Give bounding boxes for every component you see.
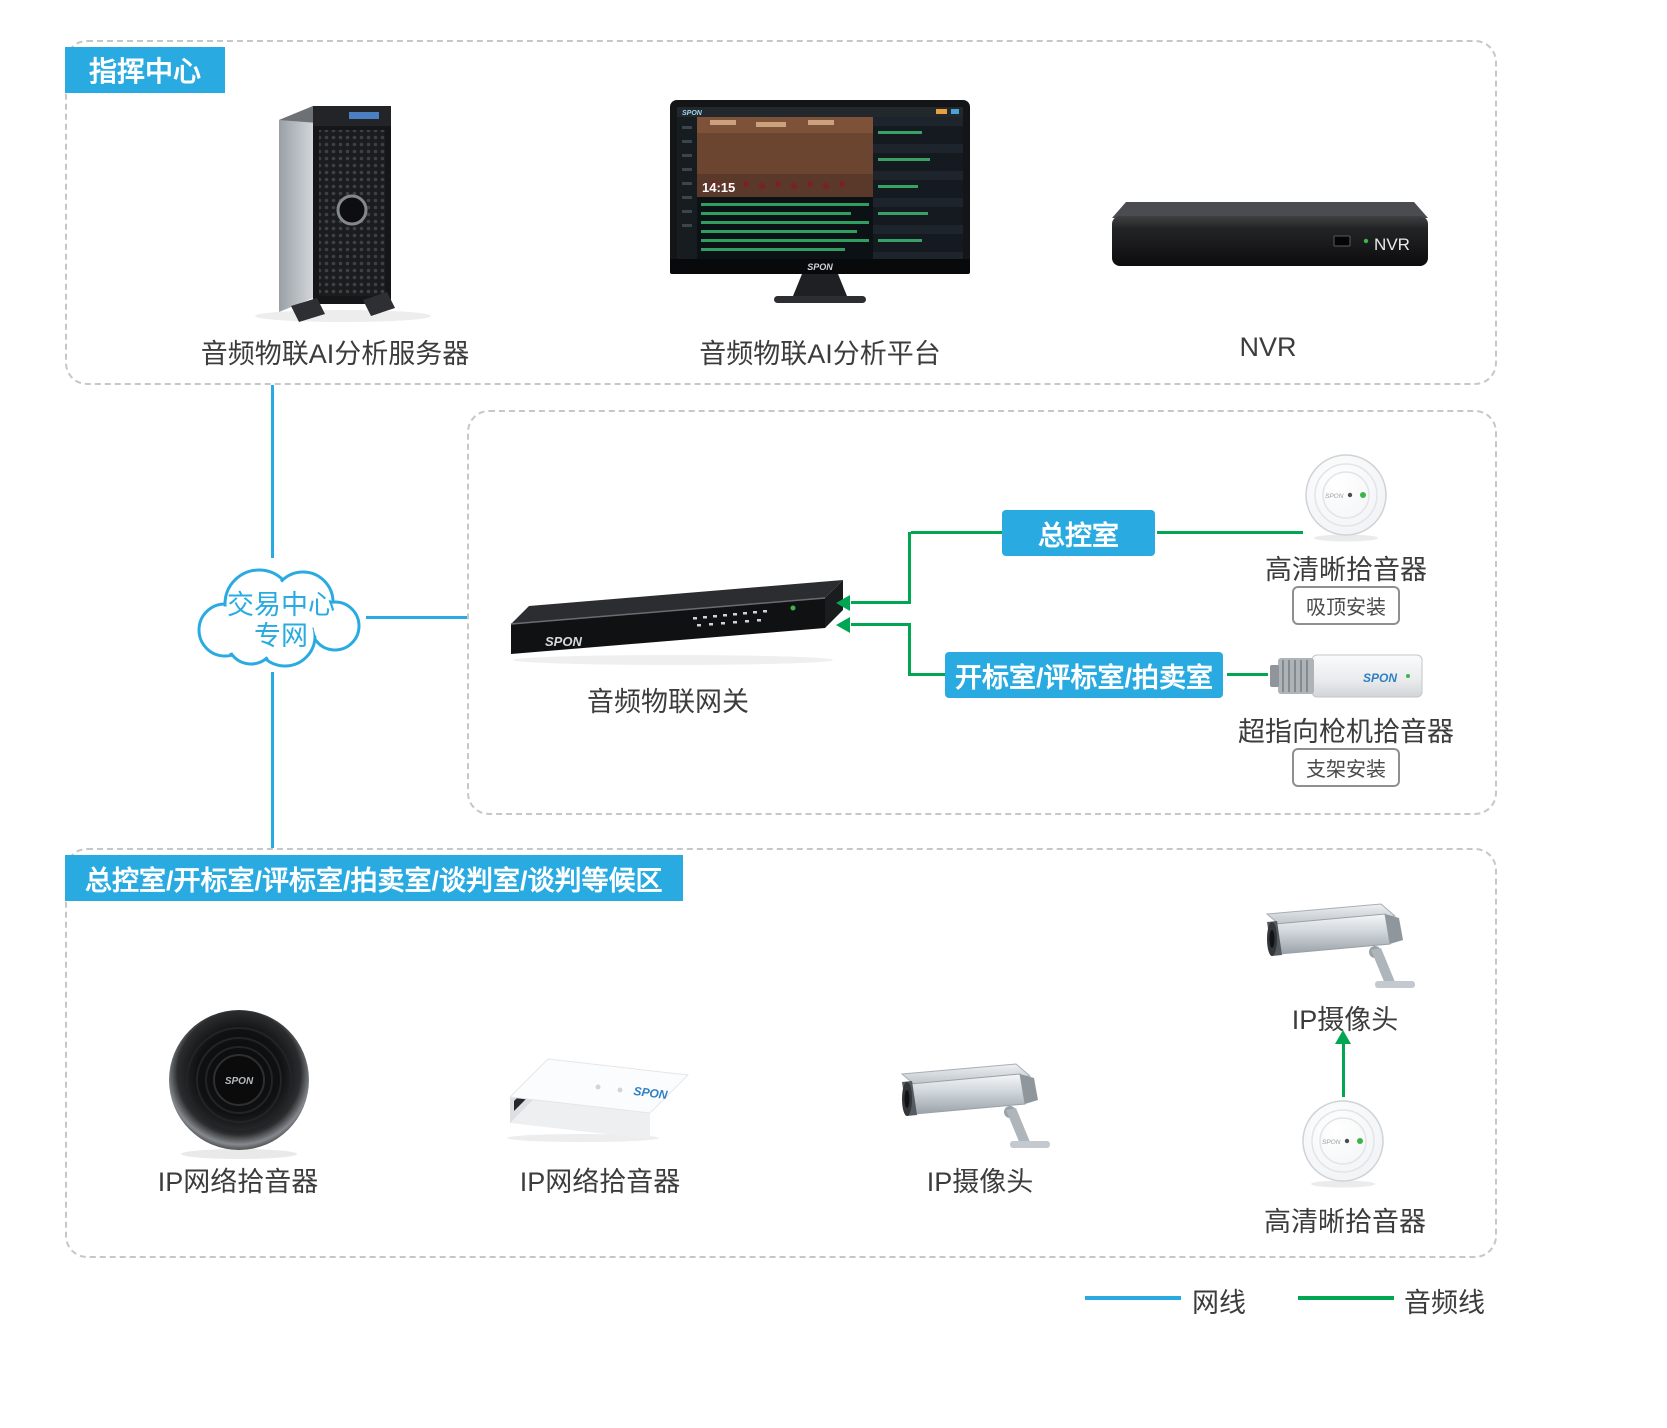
- audio-line-room1-device: [1157, 531, 1303, 534]
- hd-pickup-2-label: 高清晰拾音器: [1264, 1207, 1426, 1237]
- audio-line-2a: [851, 623, 911, 626]
- mount-tag-ceiling: 吸顶安装: [1292, 586, 1400, 625]
- audio-line-1b: [908, 532, 911, 604]
- ai-platform-monitor-image: SPON 14:15: [670, 100, 970, 303]
- hd-pickup-2-image: SPON: [1302, 1100, 1384, 1188]
- ip-pickup-box-label: IP网络拾音器: [519, 1167, 681, 1197]
- audio-line-1c: [911, 531, 1002, 534]
- audio-arrow-gateway-1: [836, 595, 850, 611]
- legend-network-label: 网线: [1192, 1288, 1246, 1318]
- gateway-brand-text: SPON: [545, 634, 582, 649]
- ip-pickup-round-image: SPON: [169, 1010, 309, 1159]
- rooms-title-badge: 总控室/开标室/评标室/拍卖室/谈判室/谈判等候区: [65, 855, 683, 901]
- ai-server-label: 音频物联AI分析服务器: [200, 339, 470, 369]
- ip-pickup-round-label: IP网络拾音器: [157, 1167, 319, 1197]
- audio-line-camera: [1342, 1043, 1345, 1097]
- nvr-image: NVR: [1112, 202, 1428, 266]
- monitor-time-text: 14:15: [702, 180, 735, 195]
- cloud-label-line2: 专网: [254, 621, 308, 651]
- network-line-top: [271, 385, 274, 558]
- gun-pickup-image: SPON: [1270, 654, 1423, 698]
- legend-audio-label: 音频线: [1404, 1288, 1485, 1318]
- hd-pickup-2-brand: SPON: [1322, 1139, 1341, 1146]
- network-line-cloud-gateway: [366, 616, 467, 619]
- audio-arrow-gateway-2: [836, 617, 850, 633]
- nvr-device-text: NVR: [1374, 235, 1410, 254]
- legend-audio-line: [1298, 1296, 1394, 1300]
- audio-line-2c: [911, 673, 945, 676]
- mount-tag-bracket: 支架安装: [1292, 748, 1400, 787]
- ip-pickup-round-brand: SPON: [225, 1076, 254, 1087]
- audio-line-room2-device: [1227, 673, 1268, 676]
- ip-camera-1-label: IP摄像头: [926, 1167, 1034, 1197]
- hd-pickup-1-label: 高清晰拾音器: [1265, 555, 1427, 585]
- room1-badge: 总控室: [1002, 510, 1155, 556]
- ip-camera-2-image: [1265, 903, 1415, 988]
- monitor-brand-bottom: SPON: [807, 262, 833, 272]
- network-line-bottom: [271, 672, 274, 848]
- cloud-shape: [197, 568, 361, 668]
- cloud-label: 交易中心 专网: [227, 590, 335, 652]
- gateway-label: 音频物联网关: [587, 687, 749, 717]
- monitor-brand-top: SPON: [682, 110, 703, 117]
- gun-pickup-label: 超指向枪机拾音器: [1238, 717, 1454, 747]
- ip-pickup-box-brand: SPON: [633, 1084, 669, 1102]
- command-center-title-badge: 指挥中心: [65, 47, 226, 93]
- hd-pickup-1-image: SPON: [1305, 454, 1387, 542]
- gun-pickup-brand: SPON: [1363, 671, 1397, 685]
- audio-arrow-camera: [1335, 1030, 1351, 1044]
- room2-badge: 开标室/评标室/拍卖室: [945, 652, 1224, 698]
- ip-pickup-box-image: SPON: [507, 1058, 690, 1142]
- nvr-label: NVR: [1239, 332, 1297, 362]
- ip-camera-1-image: [900, 1063, 1050, 1148]
- audio-line-1a: [851, 601, 911, 604]
- cloud-label-line1: 交易中心: [227, 590, 335, 620]
- legend-network-line: [1085, 1296, 1181, 1300]
- ai-server-image: [255, 106, 431, 322]
- ai-platform-label: 音频物联AI分析平台: [699, 339, 941, 369]
- gateway-image: SPON: [510, 580, 843, 665]
- hd-pickup-1-brand: SPON: [1325, 493, 1344, 500]
- rooms-box: [65, 848, 1497, 1258]
- audio-line-2b: [908, 626, 911, 676]
